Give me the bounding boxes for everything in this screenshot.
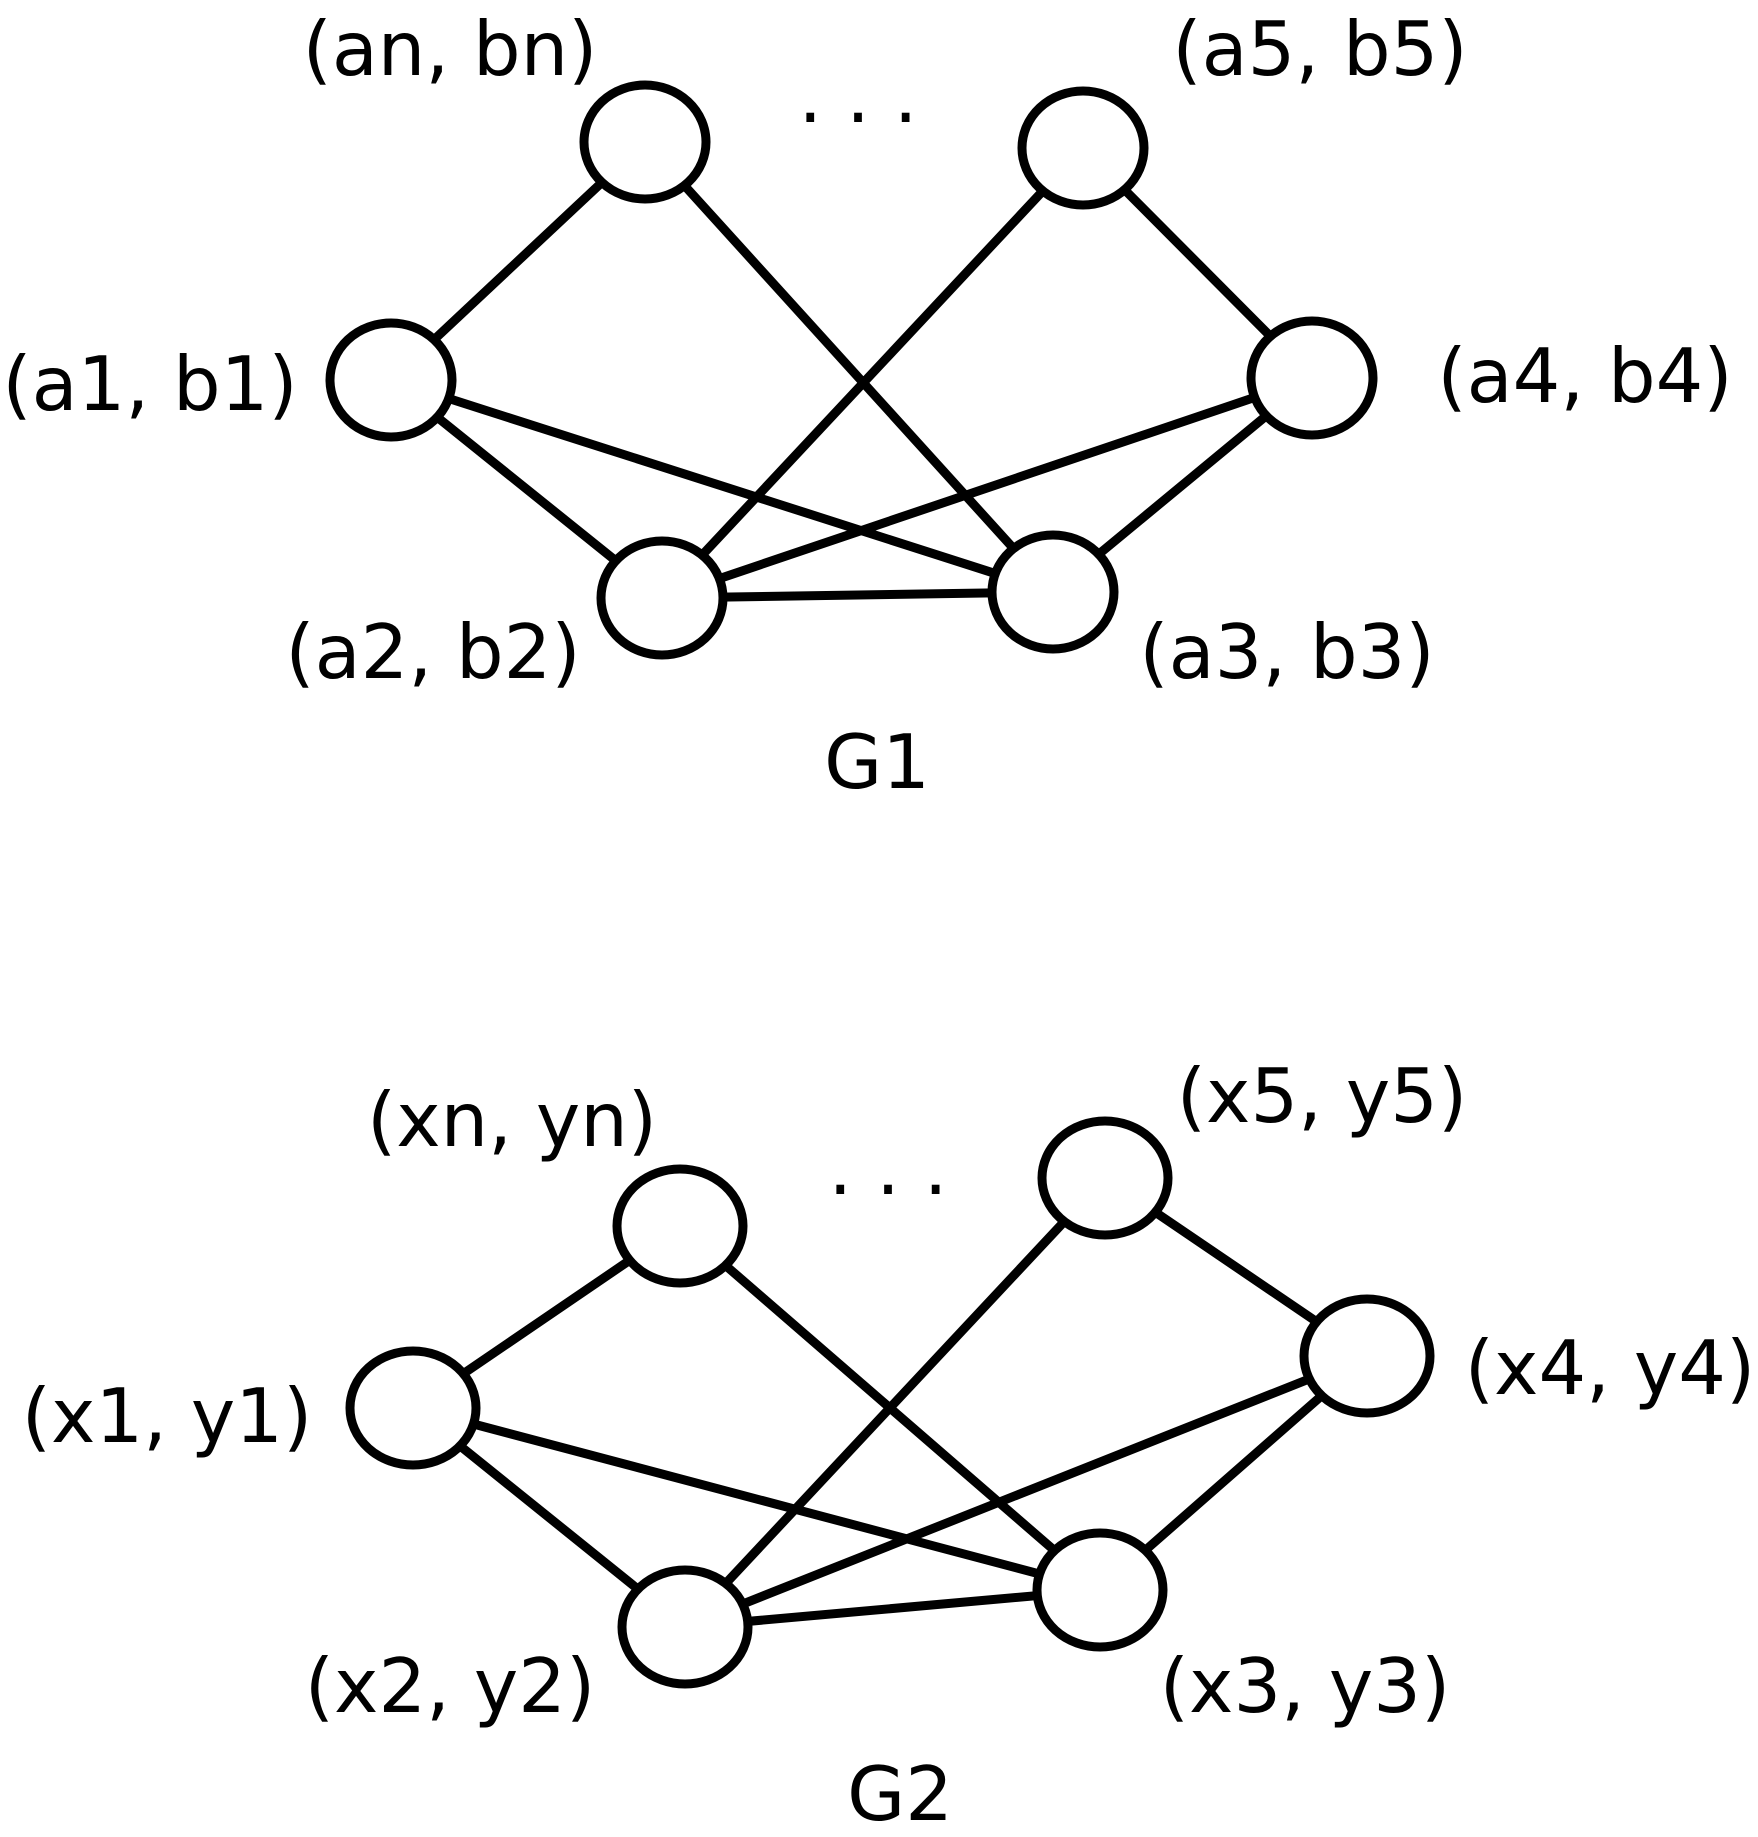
graph-g2: (xn, yn) (x5, y5) (x1, y1) (x4, y4) (x2, y2)…: [22, 1052, 1755, 1837]
node-label-a4: (a4, b4): [1437, 332, 1732, 420]
graph-caption-2: G2: [847, 1750, 953, 1837]
edge-a5-a2: [657, 143, 1088, 603]
node-label-x3: (x3, y3): [1160, 1642, 1450, 1730]
node-x4: [1299, 1294, 1435, 1418]
node-x2: [617, 1565, 753, 1689]
node-x5: [1037, 1116, 1173, 1240]
edge-x1-x3: [408, 1403, 1105, 1595]
graph-g1: (an, bn) (a5, b5) (a1, b1) (a4, b4) (a2, b2)…: [2, 5, 1732, 806]
node-x3: [1032, 1528, 1168, 1652]
node-a2: [596, 536, 728, 660]
edge-a1-a3: [386, 375, 1058, 597]
node-label-x4: (x4, y4): [1465, 1324, 1755, 1412]
node-label-a3: (a3, b3): [1139, 608, 1434, 696]
node-an: [579, 80, 711, 204]
node-label-a2: (a2, b2): [285, 608, 580, 696]
node-label-x1: (x1, y1): [22, 1372, 312, 1460]
edge-x2-x3: [680, 1585, 1105, 1632]
edge-x4-x2: [680, 1351, 1372, 1632]
node-label-a1: (a1, b1): [2, 340, 297, 428]
node-xn: [612, 1164, 748, 1288]
node-a1: [325, 318, 457, 442]
edge-a4-a2: [657, 373, 1317, 603]
node-a3: [987, 530, 1119, 654]
ellipsis-1: . . .: [798, 52, 917, 140]
node-label-an: (an, bn): [303, 5, 598, 93]
ellipsis-2: . . .: [828, 1124, 947, 1212]
node-a5: [1017, 86, 1149, 210]
node-label-xn: (xn, yn): [367, 1076, 657, 1164]
node-label-x5: (x5, y5): [1177, 1052, 1467, 1140]
edge-an-a3: [640, 137, 1058, 597]
node-a4: [1246, 316, 1378, 440]
node-label-a5: (a5, b5): [1172, 5, 1467, 93]
graph-caption-1: G1: [824, 718, 930, 806]
node-x1: [345, 1346, 481, 1470]
edge-x5-x2: [680, 1173, 1110, 1632]
node-label-x2: (x2, y2): [305, 1642, 595, 1730]
